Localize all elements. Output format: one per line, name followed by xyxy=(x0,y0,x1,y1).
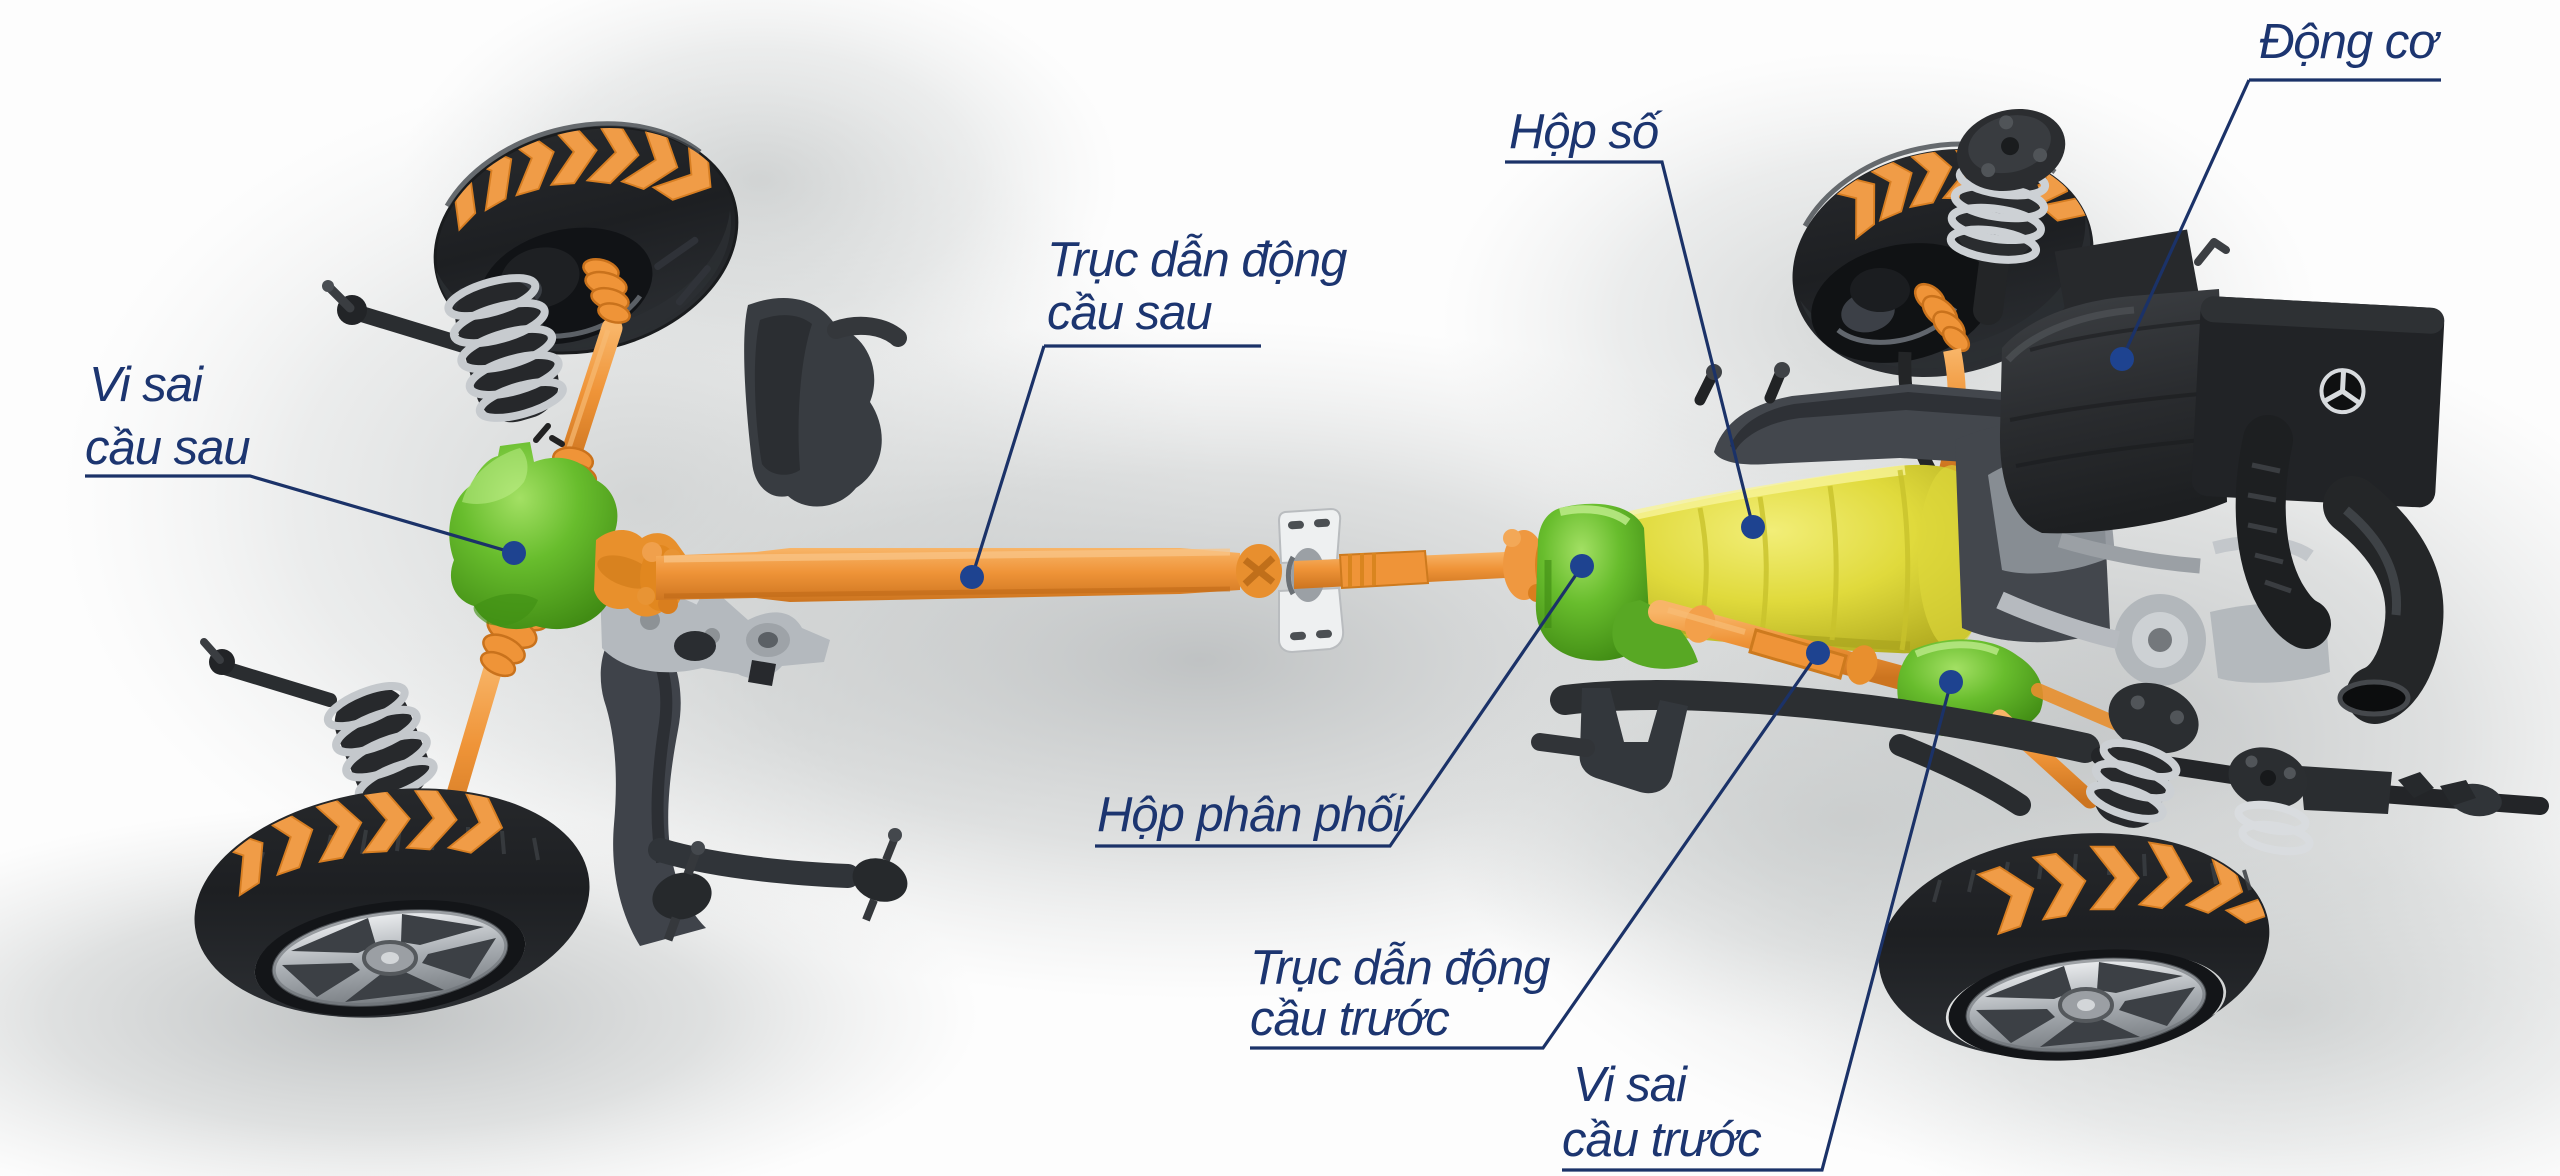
svg-text:Vi sai: Vi sai xyxy=(1573,1058,1688,1112)
svg-text:Trục dẫn động: Trục dẫn động xyxy=(1047,233,1347,287)
svg-text:cầu trước: cầu trước xyxy=(1250,992,1449,1046)
svg-text:Hộp số: Hộp số xyxy=(1509,105,1663,159)
svg-text:Trục dẫn động: Trục dẫn động xyxy=(1250,941,1550,995)
svg-text:cầu sau: cầu sau xyxy=(1047,286,1212,340)
svg-text:Vi sai: Vi sai xyxy=(89,358,204,412)
svg-text:Động cơ: Động cơ xyxy=(2259,15,2441,69)
svg-text:cầu sau: cầu sau xyxy=(85,421,250,475)
svg-text:Hộp phân phối: Hộp phân phối xyxy=(1097,788,1405,842)
svg-text:cầu trước: cầu trước xyxy=(1562,1113,1761,1167)
